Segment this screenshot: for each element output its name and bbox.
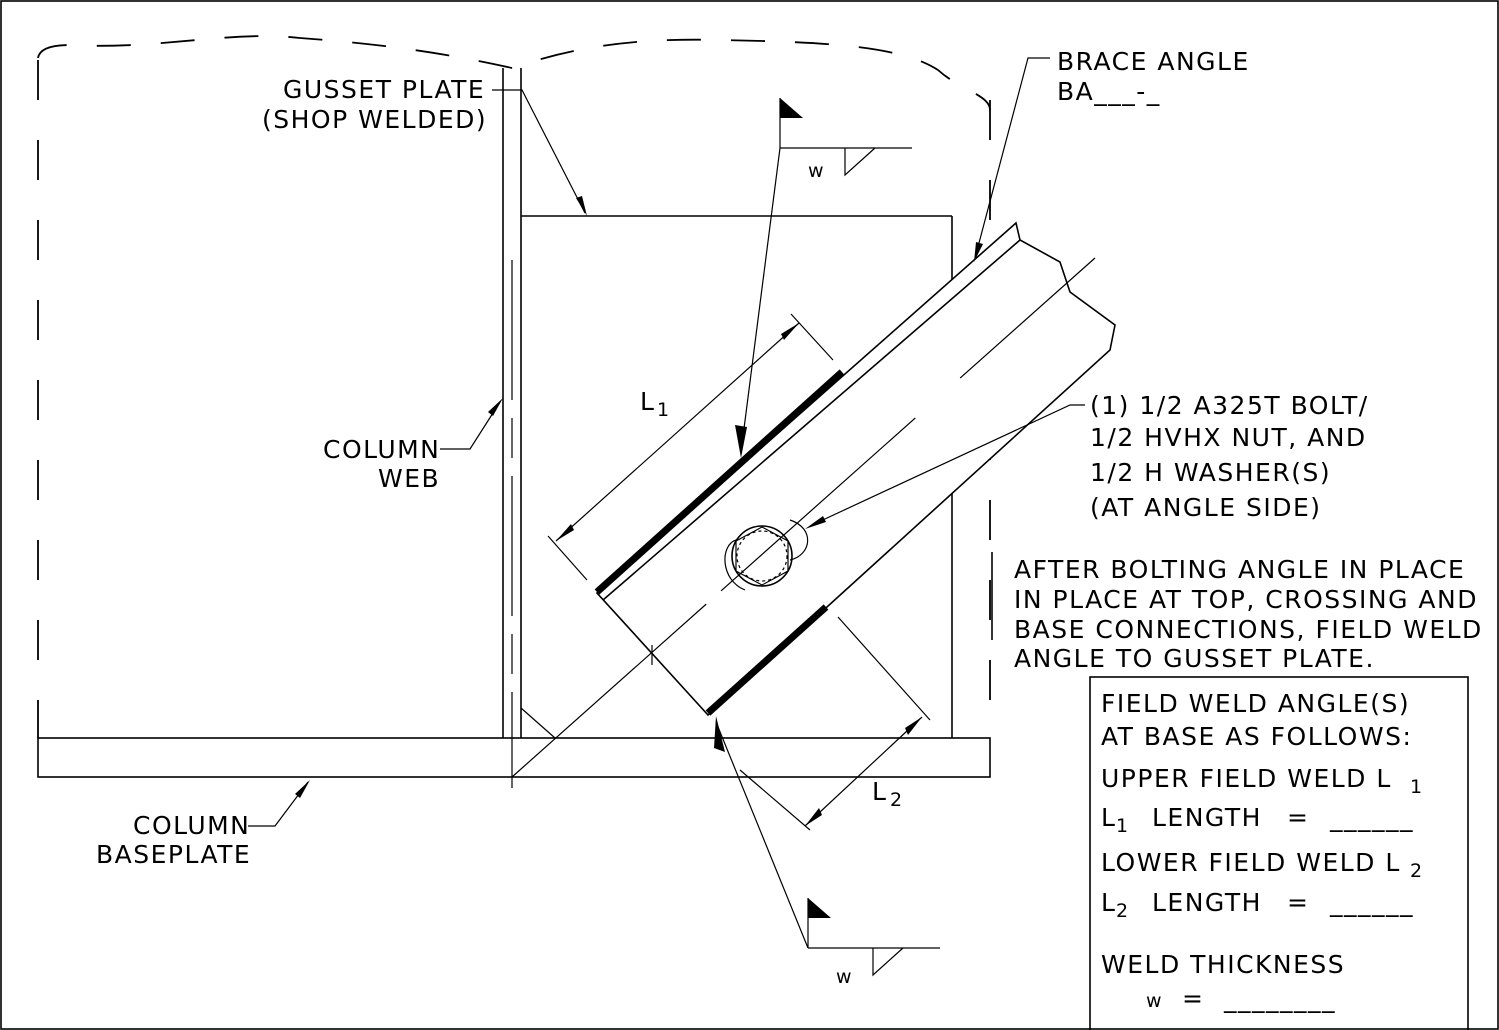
table-l2-blank: ______ <box>1329 888 1414 917</box>
bolt-leader <box>805 404 1085 529</box>
after-note-line-1: AFTER BOLTING ANGLE IN PLACE <box>1014 555 1465 584</box>
column-baseplate-label-2: BASEPLATE <box>96 840 251 869</box>
brace-angle-label: BRACE ANGLE <box>1057 47 1250 76</box>
after-note-line-4: ANGLE TO GUSSET PLATE. <box>1014 644 1375 673</box>
table-l1-text: LENGTH <box>1152 803 1262 832</box>
table-upper-sub: 1 <box>1410 776 1424 798</box>
weld-symbol-top-label: w <box>808 160 825 182</box>
bolt-note-line-2: 1/2 HVHX NUT, AND <box>1090 423 1367 452</box>
column-web <box>502 68 522 788</box>
column-web-leader <box>440 398 503 450</box>
column-baseplate-label: COLUMN <box>133 811 250 840</box>
table-l2-sub: 2 <box>1116 900 1130 922</box>
table-line-1: FIELD WELD ANGLE(S) <box>1101 689 1410 718</box>
table-w-blank: ________ <box>1223 984 1336 1013</box>
table-l1-blank: ______ <box>1329 803 1414 832</box>
column-web-label: COLUMN <box>323 435 440 464</box>
column-baseplate-leader <box>248 780 310 827</box>
column-baseplate <box>37 737 991 778</box>
table-line-2: AT BASE AS FOLLOWS: <box>1101 722 1412 751</box>
table-upper-label: UPPER FIELD WELD L <box>1101 764 1392 793</box>
upper-field-weld <box>594 369 845 595</box>
gusset-plate-label-2: (SHOP WELDED) <box>262 105 487 134</box>
table-thickness-label: WELD THICKNESS <box>1101 950 1345 979</box>
weld-symbol-top <box>735 98 912 458</box>
bolt-note-line-4: (AT ANGLE SIDE) <box>1090 493 1322 522</box>
weld-symbol-bottom-label: w <box>836 966 853 988</box>
dimension-l1 <box>547 313 834 581</box>
brace-angle-leader <box>974 57 1050 262</box>
bolt-note-line-3: 1/2 H WASHER(S) <box>1090 458 1331 487</box>
table-l1-eq: = <box>1287 803 1309 832</box>
brace-angle <box>511 221 1116 778</box>
dimension-l2-label: L <box>872 777 887 806</box>
table-l1-sub: 1 <box>1116 815 1130 837</box>
table-l2-text: LENGTH <box>1152 888 1262 917</box>
lower-field-weld <box>705 604 829 716</box>
table-w-eq: = <box>1182 984 1204 1013</box>
gusset-plate-leader <box>492 89 587 216</box>
table-lower-label: LOWER FIELD WELD L <box>1101 848 1401 877</box>
brace-angle-mark: BA___-_ <box>1057 77 1161 106</box>
after-note-line-3: BASE CONNECTIONS, FIELD WELD <box>1014 615 1483 644</box>
gusset-plate-label: GUSSET PLATE <box>283 75 485 104</box>
table-lower-sub: 2 <box>1410 860 1424 882</box>
weld-symbol-bottom <box>714 716 940 977</box>
table-l2-eq: = <box>1287 888 1309 917</box>
table-w-label: w <box>1146 990 1163 1012</box>
bolt-icon <box>724 519 809 591</box>
table-l2-prefix: L <box>1101 888 1116 917</box>
column-web-label-2: WEB <box>378 464 440 493</box>
dimension-l1-sub: 1 <box>657 399 671 421</box>
dimension-l2 <box>739 616 931 831</box>
break-line-top <box>37 35 991 111</box>
dimension-l2-sub: 2 <box>890 789 904 811</box>
bolt-note-line-1: (1) 1/2 A325T BOLT/ <box>1090 391 1369 420</box>
field-weld-table <box>1089 676 1469 1030</box>
after-note-line-2: IN PLACE AT TOP, CROSSING AND <box>1014 585 1478 614</box>
dimension-l1-label: L <box>640 387 655 416</box>
table-l1-prefix: L <box>1101 803 1116 832</box>
